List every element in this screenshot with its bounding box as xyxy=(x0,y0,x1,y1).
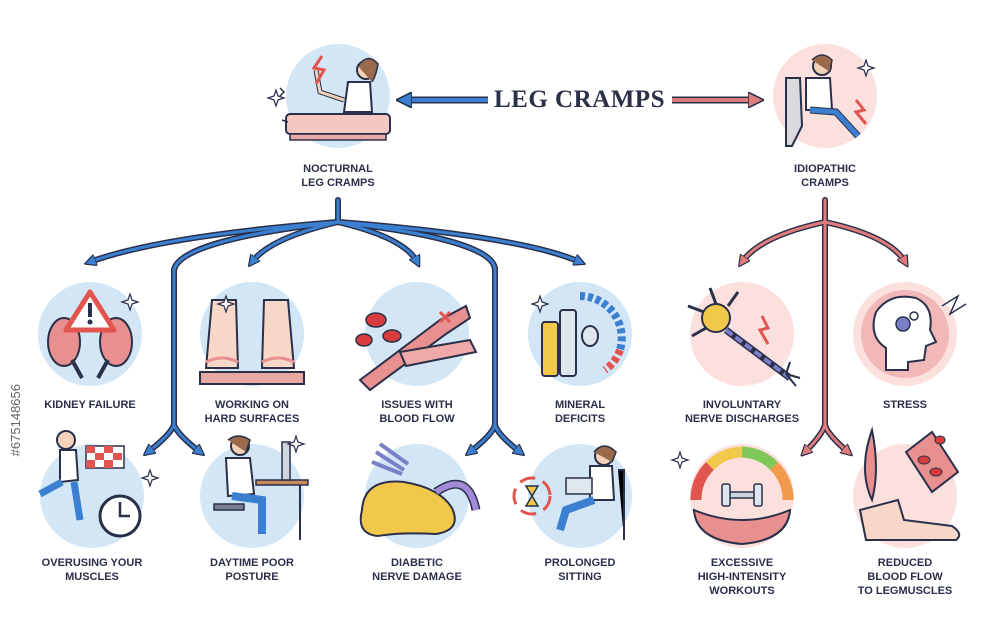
cause-mineral-label: MINERAL DEFICITS xyxy=(554,399,606,425)
overusing-muscles-illustration xyxy=(38,430,160,548)
cause-sitting-label: PROLONGED SITTING xyxy=(544,557,616,583)
category-idiopathic-label: IDIOPATHIC CRAMPS xyxy=(794,163,856,189)
cause-hard-surfaces-label: WORKING ON HARD SURFACES xyxy=(204,399,300,425)
nocturnal-illustration xyxy=(266,44,391,148)
cause-posture-label: DAYTIME POOR POSTURE xyxy=(210,557,294,583)
idiopathic-connectors xyxy=(742,197,905,452)
cause-stress-label: STRESS xyxy=(882,399,927,411)
cause-overusing-label: OVERUSING YOUR MUSCLES xyxy=(41,557,143,583)
cause-kidney-label: KIDNEY FAILURE xyxy=(44,399,136,411)
blood-flow-illustration xyxy=(355,282,478,392)
cause-diabetic-label: DIABETIC NERVE DAMAGE xyxy=(372,557,462,583)
reduced-flow-illustration xyxy=(853,426,961,548)
category-nocturnal-label: NOCTURNAL LEG CRAMPS xyxy=(301,163,375,189)
stress-illustration xyxy=(853,282,967,386)
cause-nerve-discharges-label: INVOLUNTARY NERVE DISCHARGES xyxy=(684,399,800,425)
diabetic-nerve-illustration xyxy=(359,442,481,548)
workouts-illustration xyxy=(670,444,794,548)
cause-reduced-flow-label: REDUCED BLOOD FLOW TO LEGMUSCLES xyxy=(857,557,953,597)
diagram-title: LEG CRAMPS xyxy=(494,86,665,113)
cause-workouts-label: EXCESSIVE HIGH-INTENSITY WORKOUTS xyxy=(697,557,787,597)
poor-posture-illustration xyxy=(200,434,309,548)
mineral-deficits-illustration xyxy=(528,282,632,386)
idiopathic-illustration xyxy=(773,44,877,148)
hard-surfaces-illustration xyxy=(199,282,305,386)
nerve-discharges-illustration xyxy=(687,282,801,387)
watermark-id: #675148656 xyxy=(8,384,23,457)
cause-blood-flow-label: ISSUES WITH BLOOD FLOW xyxy=(379,399,455,425)
kidney-failure-illustration xyxy=(38,282,142,386)
prolonged-sitting-illustration xyxy=(512,444,632,548)
nocturnal-connectors xyxy=(90,197,580,452)
